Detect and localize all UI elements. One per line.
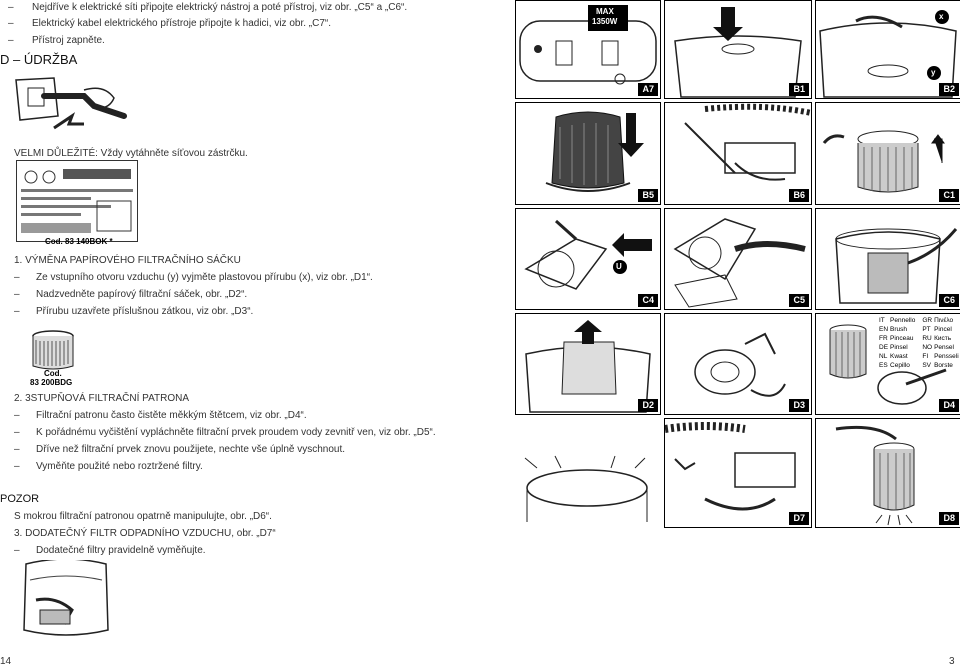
instruction-line: Dříve než filtrační prvek znovu použijet…	[36, 444, 346, 455]
figure-c4: U C4	[515, 208, 661, 310]
marker-y: y	[931, 68, 936, 77]
bullet-dash: –	[8, 18, 14, 29]
instruction-line: Elektrický kabel elektrického přístroje …	[32, 18, 332, 29]
unplug-illustration	[14, 76, 132, 140]
max-caption: MAX	[596, 7, 614, 16]
figure-d6	[515, 418, 659, 526]
section-title: 1. VÝMĚNA PAPÍROVÉHO FILTRAČNÍHO SÁČKU	[14, 255, 241, 266]
instruction-line: Nejdříve k elektrické síti připojte elek…	[32, 2, 408, 13]
figure-b6: B6	[664, 102, 812, 205]
figure-label: B1	[789, 83, 809, 96]
part-code: Cod. 83 140BOK *	[45, 237, 113, 246]
page-number-left: 14	[0, 656, 12, 667]
figure-label: C5	[789, 294, 809, 307]
bullet-dash: –	[14, 427, 20, 438]
bullet-dash: –	[14, 289, 20, 300]
figure-label: B5	[638, 189, 658, 202]
marker-x: x	[939, 12, 944, 21]
instruction-line: Nadzvedněte papírový filtrační sáček, ob…	[36, 289, 248, 300]
figure-b5: B5	[515, 102, 661, 205]
figure-label: D2	[638, 399, 658, 412]
figure-label: D8	[939, 512, 959, 525]
figure-label: D3	[789, 399, 809, 412]
bullet-dash: –	[14, 444, 20, 455]
cartridge-filter-illustration	[28, 330, 78, 372]
figure-label: C1	[939, 189, 959, 202]
warning-heading: POZOR	[0, 493, 40, 505]
bullet-dash: –	[8, 2, 14, 13]
figure-c6: C6	[815, 208, 960, 310]
important-note: VELMI DŮLEŽITÉ: Vždy vytáhněte síťovou z…	[14, 148, 248, 159]
figure-d3: D3	[664, 313, 812, 415]
instruction-line: Dodatečné filtry pravidelně vyměňujte.	[36, 545, 206, 556]
bullet-dash: –	[14, 461, 20, 472]
figure-label: B6	[789, 189, 809, 202]
figure-d8: D8	[815, 418, 960, 528]
bullet-dash: –	[8, 35, 14, 46]
figure-label: A7	[638, 83, 658, 96]
page-number-right: 3	[949, 656, 955, 667]
bullet-dash: –	[14, 545, 20, 556]
instruction-line: Přístroj zapněte.	[32, 35, 105, 46]
bullet-dash: –	[14, 410, 20, 421]
instruction-line: Přírubu uzavřete příslušnou zátkou, viz …	[36, 306, 254, 317]
section-title: 3. DODATEČNÝ FILTR ODPADNÍHO VZDUCHU, ob…	[14, 528, 276, 539]
instruction-line: Ze vstupního otvoru vzduchu (y) vyjměte …	[36, 272, 373, 283]
figure-label: C4	[638, 294, 658, 307]
figure-label: C6	[939, 294, 959, 307]
figure-c5: C5	[664, 208, 812, 310]
warning-text: S mokrou filtrační patronou opatrně mani…	[14, 511, 272, 522]
figure-label: B2	[939, 83, 959, 96]
figure-b1: B1	[664, 0, 812, 99]
figure-label: D4	[939, 399, 959, 412]
wattage-caption: 1350W	[592, 17, 618, 26]
bullet-dash: –	[14, 306, 20, 317]
exhaust-filter-illustration	[16, 560, 116, 640]
figure-d7: D7	[664, 418, 812, 528]
figure-label: D7	[789, 512, 809, 525]
part-code: 83 200BDG	[30, 378, 73, 387]
figure-b2: x y B2	[815, 0, 960, 99]
instruction-line: K pořádnému vyčištění vypláchněte filtra…	[36, 427, 436, 438]
figure-a7: MAX 1350W A7	[515, 0, 661, 99]
instruction-line: Vyměňte použité nebo roztržené filtry.	[36, 461, 203, 472]
rating-label-illustration	[16, 160, 138, 242]
part-code: Cod.	[44, 369, 62, 378]
figure-d2: D2	[515, 313, 661, 415]
bullet-dash: –	[14, 272, 20, 283]
figure-c1: C1	[815, 102, 960, 205]
section-heading-maintenance: D – ÚDRŽBA	[0, 52, 78, 67]
marker-u: U	[616, 262, 622, 271]
section-title: 2. 3STUPŇOVÁ FILTRAČNÍ PATRONA	[14, 393, 190, 404]
instruction-line: Filtrační patronu často čistěte měkkým š…	[36, 410, 307, 421]
